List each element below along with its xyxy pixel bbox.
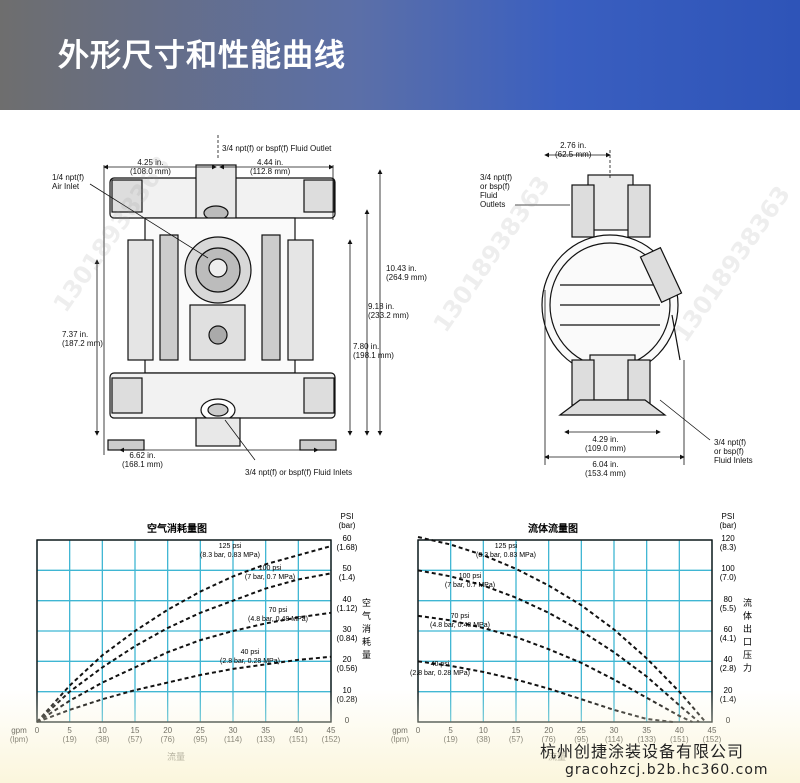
y-tick-label: 40 (1.12) bbox=[336, 594, 358, 613]
label-air-inlet: 1/4 npt(f) Air Inlet bbox=[52, 173, 85, 191]
y-unit-label: PSI (bar) bbox=[719, 512, 737, 530]
series-label: 100 psi (7 bar, 0.7 MPa) bbox=[244, 565, 296, 581]
label-height-780: 7.80 in. (198.1 mm) bbox=[353, 342, 394, 360]
series-label: 125 psi (8.3 bar, 0.83 MPa) bbox=[476, 543, 536, 559]
series-label: 70 psi (4.8 bar, 0.48 MPa) bbox=[248, 607, 308, 623]
label-fluid-inlets: 3/4 npt(f) or bspf(f) Fluid Inlets bbox=[245, 468, 353, 477]
label-width-604: 6.04 in. (153.4 mm) bbox=[585, 460, 626, 478]
header-banner: 外形尺寸和性能曲线 bbox=[0, 0, 800, 110]
y-tick-label: 20 (0.56) bbox=[336, 655, 358, 674]
label-width-662: 6.62 in. (168.1 mm) bbox=[122, 451, 163, 469]
pump-drawing-svg bbox=[89, 135, 711, 465]
page-title: 外形尺寸和性能曲线 bbox=[58, 38, 346, 74]
series-label: 100 psi (7 bar, 0.7 MPa) bbox=[444, 573, 496, 589]
label-width-276: 2.76 in. (62.5 mm) bbox=[555, 141, 592, 159]
y-tick-label: 80 (5.5) bbox=[719, 594, 737, 613]
side-dimension-lines bbox=[515, 150, 711, 465]
series-line-0 bbox=[36, 545, 332, 723]
label-side-fluid-inlets: 3/4 npt(f) or bsp(f) Fluid Inlets bbox=[714, 438, 753, 465]
y-tick-label: 60 (4.1) bbox=[719, 625, 737, 643]
bottom-fade bbox=[0, 690, 800, 783]
label-width-left: 4.25 in. (108.0 mm) bbox=[130, 158, 171, 176]
y-tick-label: 100 (7.0) bbox=[719, 564, 737, 583]
label-fluid-outlets: 3/4 npt(f) or bsp(f) Fluid Outlets bbox=[480, 173, 513, 209]
footer-url: gracohzcj.b2b.hc360.com bbox=[565, 762, 769, 778]
footer-company: 杭州创捷涂装设备有限公司 bbox=[540, 742, 745, 761]
label-height-737: 7.37 in. (187.2 mm) bbox=[62, 330, 103, 348]
y-tick-label: 60 (1.68) bbox=[336, 534, 358, 552]
y-tick-label: 40 (2.8) bbox=[719, 655, 737, 674]
series-line-2 bbox=[417, 614, 693, 723]
label-fluid-outlet: 3/4 npt(f) or bspf(f) Fluid Outlet bbox=[222, 144, 332, 153]
y-unit-label: PSI (bar) bbox=[338, 512, 356, 530]
y-axis-title: 流体出口压力 bbox=[742, 599, 752, 674]
series-label: 40 psi (2.8 bar, 0.28 MPa) bbox=[410, 661, 470, 677]
y-tick-label: 30 (0.84) bbox=[336, 625, 358, 643]
series-label: 125 psi (8.3 bar, 0.83 MPa) bbox=[200, 543, 260, 559]
label-width-right: 4.44 in. (112.8 mm) bbox=[250, 158, 291, 176]
series-label: 40 psi (2.8 bar, 0.28 MPa) bbox=[220, 649, 280, 665]
side-view-pump bbox=[541, 174, 683, 416]
chart-title: 流体流量图 bbox=[528, 524, 578, 535]
label-height-total: 10.43 in. (264.9 mm) bbox=[386, 264, 427, 282]
front-view-pump bbox=[107, 164, 337, 451]
series-line-0 bbox=[417, 535, 707, 723]
chart-title: 空气消耗量图 bbox=[147, 524, 207, 535]
y-tick-label: 120 (8.3) bbox=[719, 534, 737, 552]
series-line-1 bbox=[36, 572, 332, 723]
y-tick-label: 50 (1.4) bbox=[338, 564, 356, 583]
label-height-918: 9.18 in. (233.2 mm) bbox=[368, 302, 409, 320]
front-dimension-lines bbox=[89, 135, 383, 461]
series-label: 70 psi (4.8 bar, 0.48 MPa) bbox=[430, 613, 490, 629]
y-axis-title: 空气消耗量 bbox=[361, 599, 371, 661]
dimension-drawings: 3/4 npt(f) or bspf(f) Fluid Outlet 1/4 n… bbox=[0, 110, 800, 505]
label-width-429: 4.29 in. (109.0 mm) bbox=[585, 435, 626, 453]
